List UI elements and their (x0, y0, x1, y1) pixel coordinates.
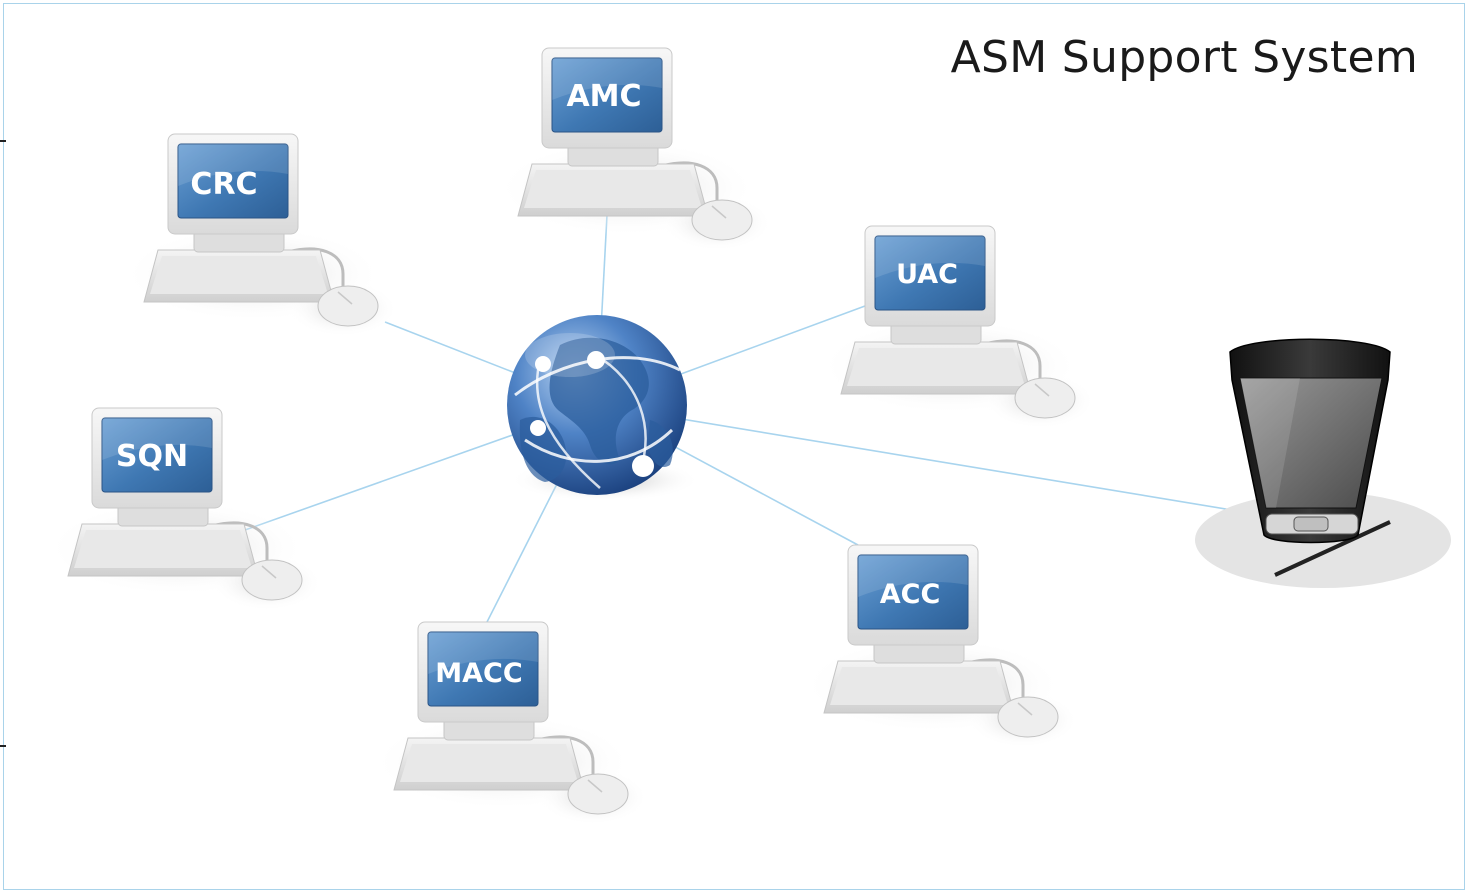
computer-node-amc: AMC (495, 46, 774, 253)
globe-icon (507, 315, 700, 502)
node-label: CRC (190, 167, 257, 202)
computer-node-acc: ACC (801, 543, 1080, 750)
computer-node-uac: UAC (818, 224, 1097, 431)
computer-node-sqn: SQN (45, 406, 324, 613)
diagram-frame (3, 3, 1465, 890)
node-label: MACC (435, 658, 522, 689)
node-label: UAC (896, 259, 958, 290)
pda-icon (1195, 338, 1451, 588)
diagram-title: ASM Support System (950, 32, 1418, 83)
node-label: AMC (566, 79, 641, 114)
computer-node-macc: MACC (371, 620, 650, 827)
link-mobile (596, 404, 1263, 516)
computer-node-crc: CRC (121, 132, 400, 339)
connector-lines (244, 214, 1263, 623)
node-label: ACC (880, 579, 941, 610)
edge-mark (0, 745, 6, 747)
node-label: SQN (116, 439, 188, 474)
edge-mark (0, 140, 6, 142)
